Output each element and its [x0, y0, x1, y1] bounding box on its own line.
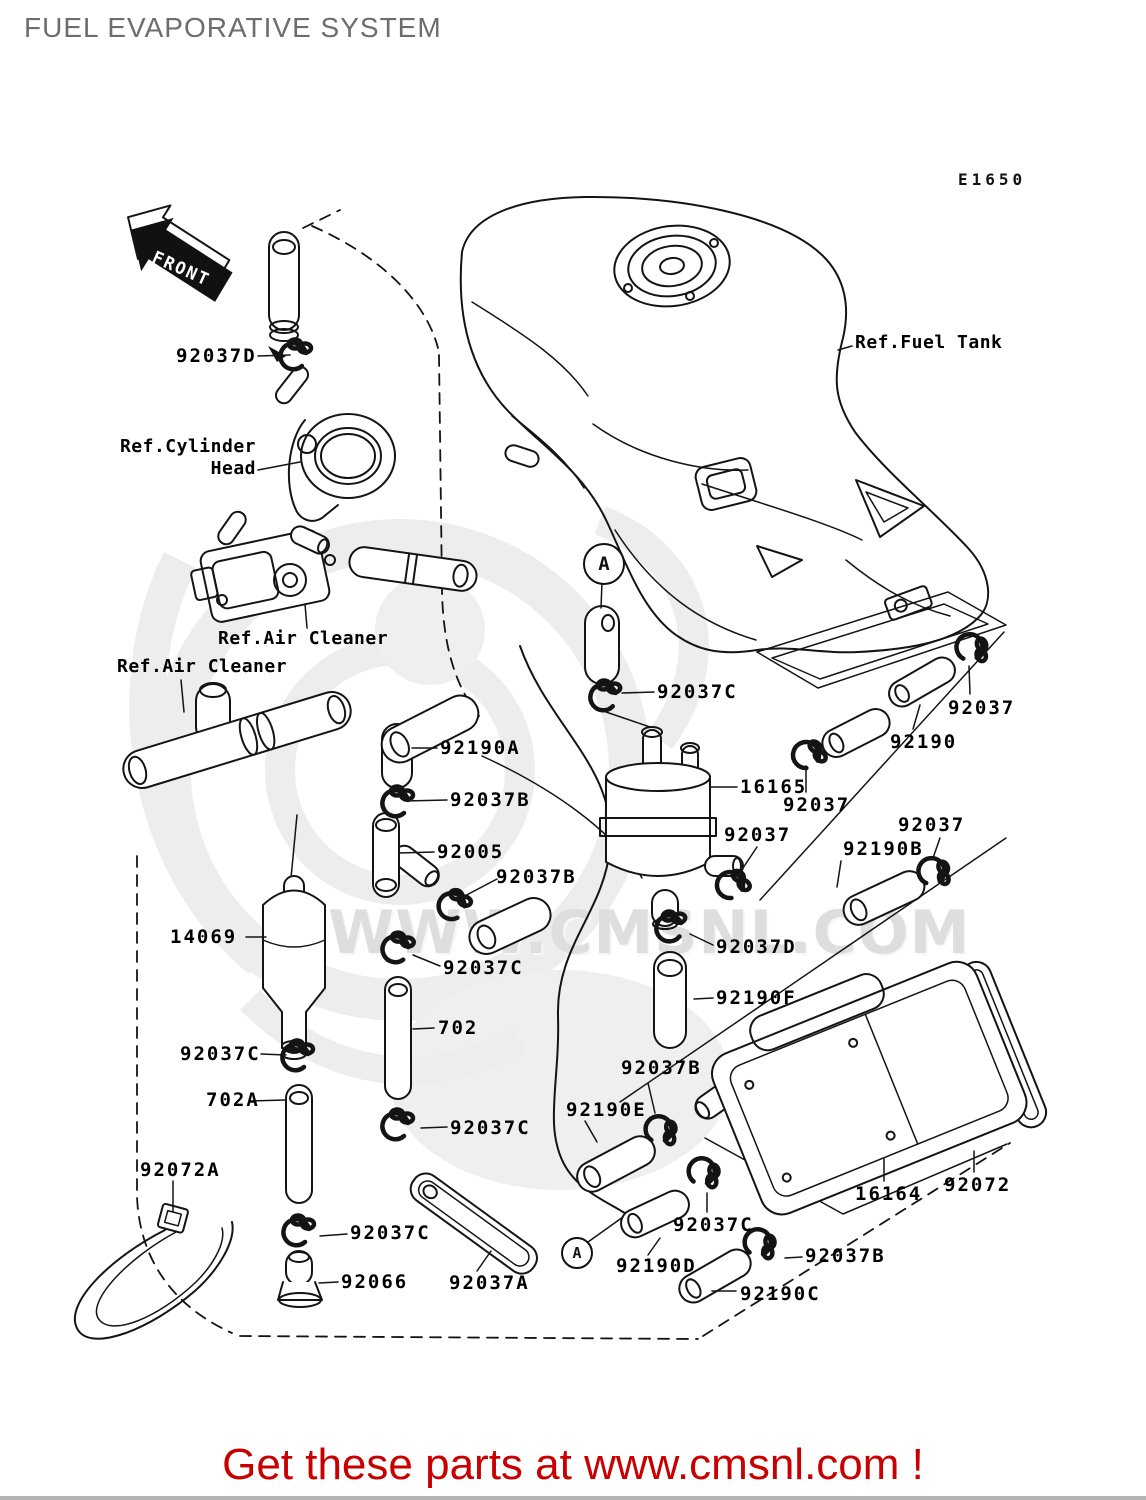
part-label-92037b-4: 92037B [805, 1245, 886, 1267]
part-label-92190a: 92190A [440, 737, 521, 759]
part-label-92037b-2: 92037B [496, 866, 577, 888]
fuel-tank-drawing [459, 195, 1007, 689]
front-arrow: FRONT [127, 204, 233, 302]
tee-fitting-92005-drawing [372, 812, 440, 898]
page-title: FUEL EVAPORATIVE SYSTEM [24, 12, 442, 43]
air-cleaner-fitting-drawing [122, 682, 480, 789]
part-label-92005: 92005 [437, 841, 505, 863]
part-label-92037c-6: 92037C [673, 1214, 754, 1236]
part-label-92037d-2: 92037D [716, 936, 797, 958]
part-label-16165: 16165 [740, 776, 808, 798]
canister-16164-drawing [694, 960, 1048, 1216]
part-label-92190e: 92190E [566, 1099, 647, 1121]
part-label-702a: 702A [206, 1089, 260, 1111]
part-label-92037d-1: 92037D [176, 345, 257, 367]
part-label-16164: 16164 [855, 1183, 923, 1205]
part-label-702: 702 [438, 1017, 479, 1039]
detail-marker-a-top: A [583, 543, 625, 585]
leader-lines [172, 345, 975, 1292]
ref-cylinder-line1: Ref.Cylinder [119, 436, 256, 457]
fuel-filter-14069-drawing [262, 814, 326, 1060]
part-label-92037c-4: 92037C [450, 1117, 531, 1139]
cable-tie-92072a-drawing [73, 1202, 234, 1340]
part-label-92190: 92190 [890, 731, 958, 753]
part-label-92037-2: 92037 [948, 697, 1016, 719]
part-label-92190d: 92190D [616, 1255, 697, 1277]
part-label-92037-1: 92037 [783, 794, 851, 816]
cmsnl-banner-link[interactable]: Get these parts at www.cmsnl.com ! [222, 1440, 924, 1489]
part-label-92190b: 92190B [843, 838, 924, 860]
grommet-92066-drawing [277, 1250, 323, 1308]
boundary-dashed-lines [136, 209, 1011, 1340]
part-label-92037-3: 92037 [898, 814, 966, 836]
part-label-92037c-3: 92037C [180, 1043, 261, 1065]
part-label-92072a: 92072A [140, 1159, 221, 1181]
part-label-92037c-2: 92037C [443, 957, 524, 979]
bottom-bar [0, 1496, 1146, 1500]
part-label-92066: 92066 [341, 1271, 409, 1293]
part-label-92037b-3: 92037B [621, 1057, 702, 1079]
part-label-92037b-1: 92037B [450, 789, 531, 811]
ref-label-fuel-tank: Ref.Fuel Tank [855, 332, 1003, 353]
carburetor-assembly-drawing [190, 510, 478, 623]
strip-92037a-drawing [409, 1172, 538, 1275]
part-label-92037-4: 92037 [724, 824, 792, 846]
ref-label-air-cleaner-upper: Ref.Air Cleaner [218, 628, 389, 649]
ref-label-cylinder-head: Ref.Cylinder Head [116, 436, 256, 480]
cylinder-head-port-drawing [268, 346, 396, 522]
detail-marker-a-bottom: A [561, 1237, 593, 1269]
part-label-92190c: 92190C [740, 1283, 821, 1305]
diagram-code: E1650 [958, 170, 1027, 189]
part-label-14069: 14069 [170, 926, 238, 948]
part-label-92190f: 92190F [716, 987, 797, 1009]
ref-label-air-cleaner-lower: Ref.Air Cleaner [117, 656, 288, 677]
part-label-92072: 92072 [944, 1174, 1012, 1196]
part-label-92037c-5: 92037C [350, 1222, 431, 1244]
part-label-92037a: 92037A [449, 1272, 530, 1294]
separator-16165-drawing [599, 726, 744, 930]
part-label-92037c-1: 92037C [657, 681, 738, 703]
ref-cylinder-line2: Head [210, 458, 256, 479]
hoses-and-tubes [268, 231, 956, 1304]
